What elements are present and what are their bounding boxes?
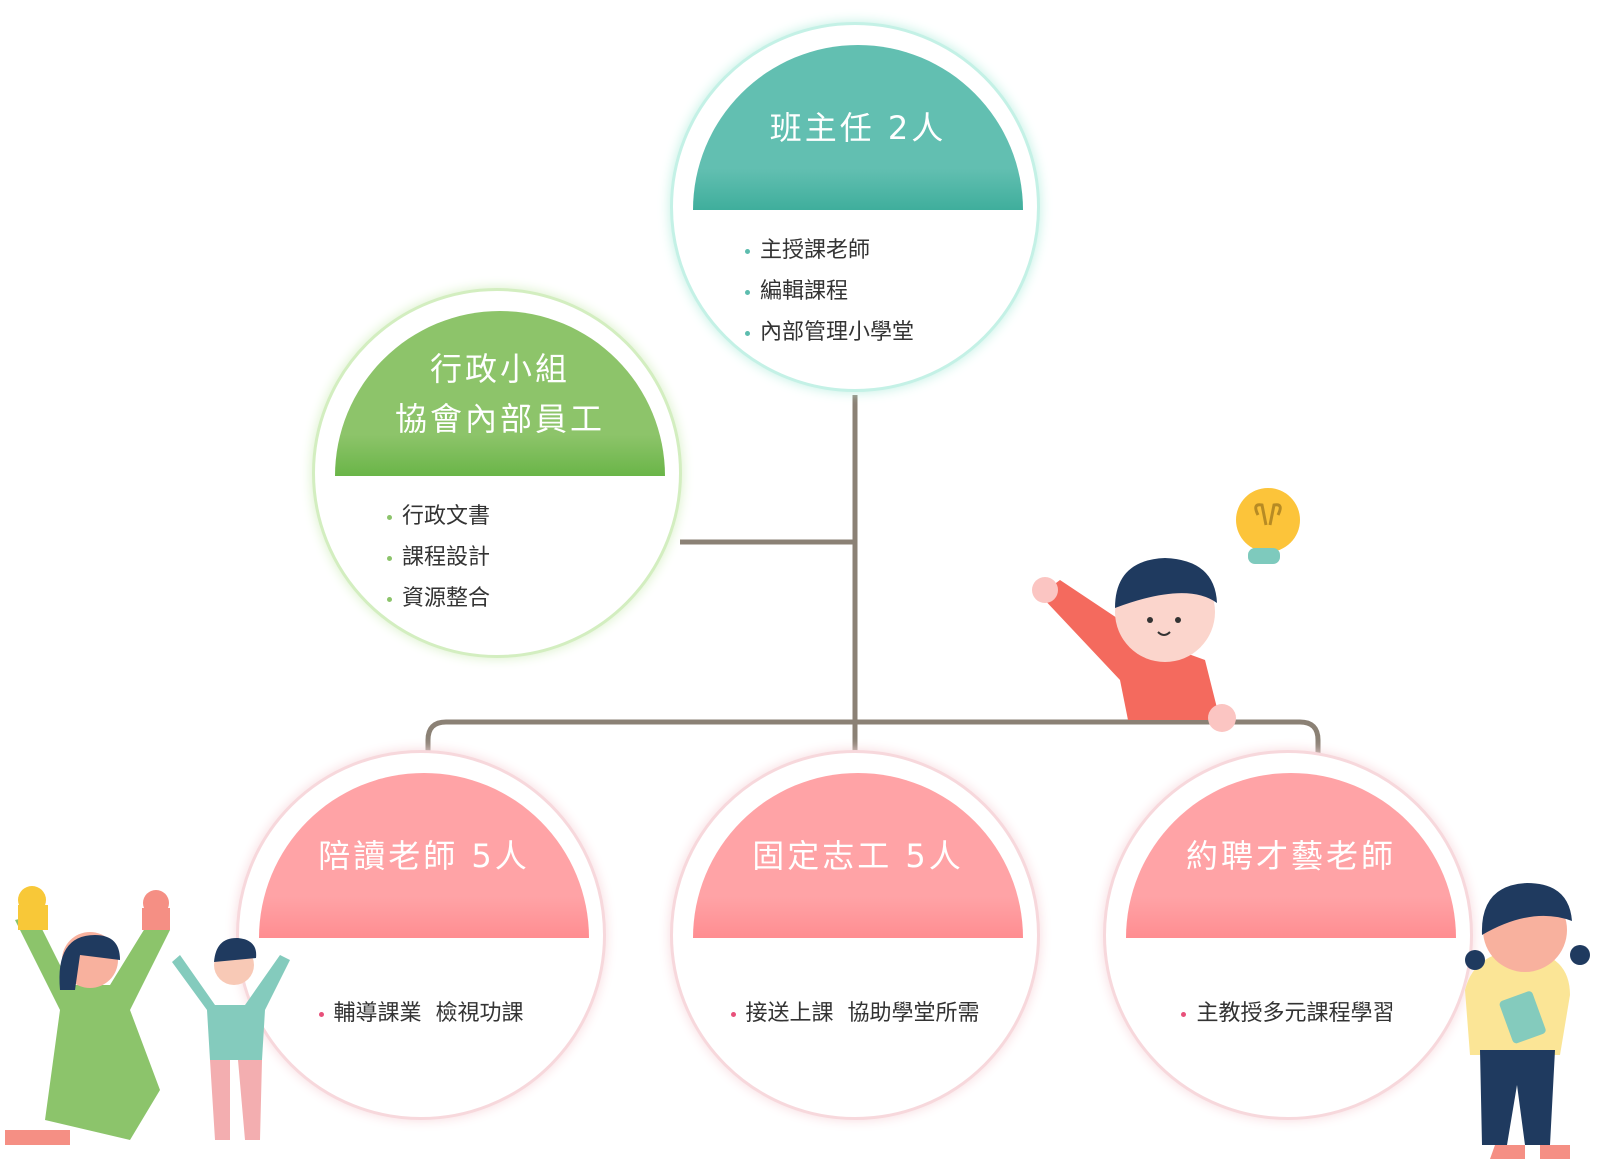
list-item: 主教授多元課程學習 — [1106, 993, 1470, 1034]
node-volunteers: 固定志工 5人 接送上課 協助學堂所需 — [670, 750, 1040, 1120]
item-text: 課程設計 — [402, 545, 491, 570]
bullet-icon — [1181, 1011, 1187, 1017]
item-text: 主授課老師 — [760, 238, 871, 263]
bullet-icon — [730, 1011, 736, 1017]
item-text: 資源整合 — [402, 586, 491, 611]
boy-illustration — [1032, 558, 1236, 732]
bullet-icon — [387, 555, 392, 561]
list-item: 主授課老師 — [745, 230, 914, 271]
node-admin: 行政小組協會內部員工 行政文書 課程設計 資源整合 — [312, 288, 682, 658]
item-text: 行政文書 — [402, 504, 491, 529]
node-title: 約聘才藝老師 — [1126, 773, 1456, 938]
list-item: 行政文書 — [387, 496, 490, 537]
bullet-icon — [387, 514, 392, 520]
list-item: 內部管理小學堂 — [745, 312, 914, 353]
bullet-icon — [745, 330, 750, 336]
girl-illustration — [1465, 883, 1590, 1159]
woman-illustration — [5, 886, 170, 1145]
list-item: 課程設計 — [387, 537, 490, 578]
title-line: 協會內部員工 — [394, 399, 605, 438]
bullet-icon — [387, 596, 392, 602]
bullet-icon — [745, 248, 750, 254]
node-tutors: 陪讀老師 5人 輔導課業 檢視功課 — [236, 750, 606, 1120]
node-title: 行政小組協會內部員工 — [335, 311, 665, 476]
node-title: 固定志工 5人 — [693, 773, 1023, 938]
item-text: 主教授多元課程學習 — [1196, 1001, 1395, 1026]
list-item: 接送上課 協助學堂所需 — [673, 993, 1037, 1034]
node-head-teacher: 班主任 2人 主授課老師 編輯課程 內部管理小學堂 — [670, 22, 1040, 392]
node-art-teachers: 約聘才藝老師 主教授多元課程學習 — [1103, 750, 1473, 1120]
item-text: 編輯課程 — [760, 279, 849, 304]
list-item: 編輯課程 — [745, 271, 914, 312]
bullet-icon — [745, 289, 750, 295]
node-title: 陪讀老師 5人 — [259, 773, 589, 938]
item-text: 輔導課業 檢視功課 — [333, 1001, 524, 1026]
item-text: 接送上課 協助學堂所需 — [745, 1001, 980, 1026]
list-item: 資源整合 — [387, 578, 490, 619]
child-illustration — [172, 937, 290, 1140]
list-item: 輔導課業 檢視功課 — [239, 993, 603, 1034]
item-text: 內部管理小學堂 — [760, 320, 915, 345]
node-title: 班主任 2人 — [693, 45, 1023, 210]
bullet-icon — [318, 1011, 324, 1017]
lightbulb-icon — [1236, 488, 1300, 564]
title-line: 行政小組 — [429, 349, 570, 388]
